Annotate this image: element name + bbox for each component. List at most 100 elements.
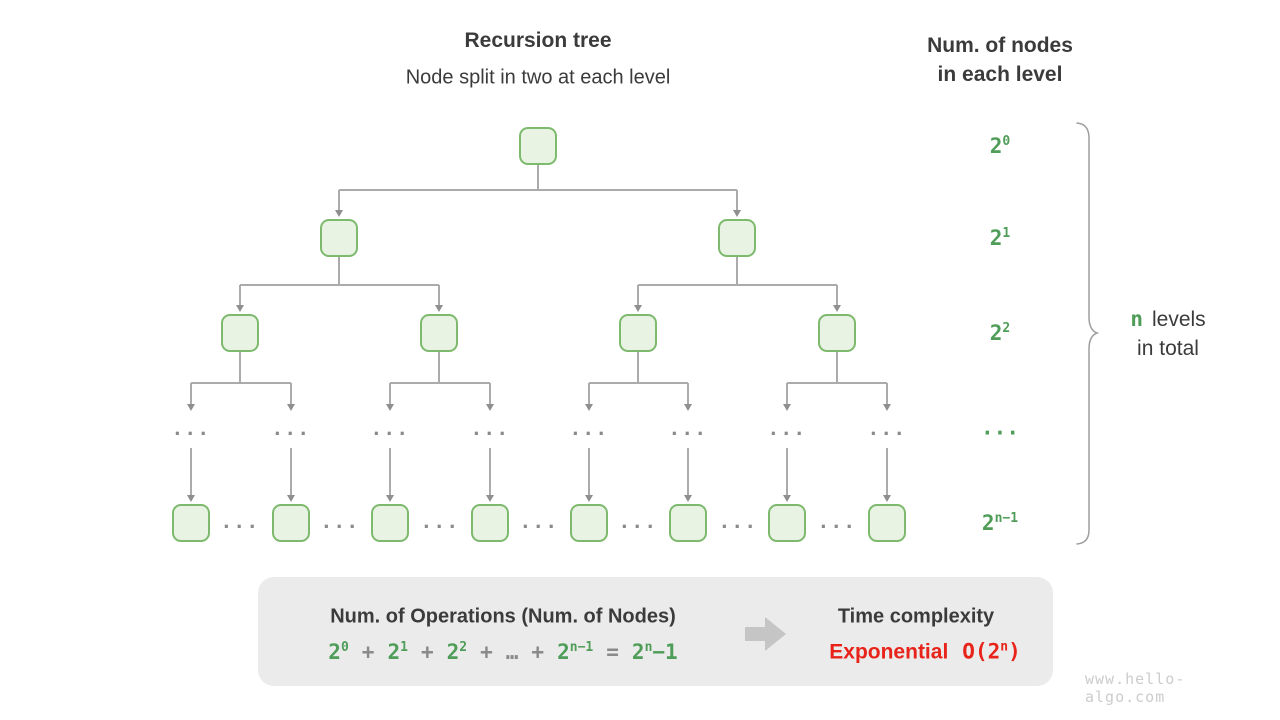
right-header-line1: Num. of nodes bbox=[927, 34, 1073, 57]
tree-arrow-line bbox=[190, 448, 192, 495]
arrowhead-icon bbox=[882, 495, 891, 502]
arrowhead-icon bbox=[485, 495, 494, 502]
tree-node bbox=[718, 219, 756, 257]
tree-arrow-line bbox=[389, 448, 391, 495]
watermark: www.hello-algo.com bbox=[1085, 670, 1186, 706]
tree-connector-line bbox=[239, 352, 241, 384]
tree-arrow-line bbox=[886, 383, 888, 404]
tree-arrow-line bbox=[588, 448, 590, 495]
tree-node bbox=[371, 504, 409, 542]
tree-rail bbox=[240, 284, 439, 286]
big-o-notation: O(2n) bbox=[962, 639, 1021, 664]
formula-token: + bbox=[420, 640, 434, 664]
tree-arrow-line bbox=[489, 383, 491, 404]
formula-token: 2n−1 bbox=[557, 640, 594, 664]
tree-node bbox=[471, 504, 509, 542]
tree-arrow-line bbox=[290, 448, 292, 495]
diagram-subtitle: Node split in two at each level bbox=[405, 66, 671, 89]
n-variable: n bbox=[1130, 307, 1143, 331]
formula-token: 21 bbox=[387, 640, 408, 664]
tree-arrow-line bbox=[637, 285, 639, 305]
right-header-line2: in each level bbox=[937, 63, 1063, 86]
tree-connector-line bbox=[438, 352, 440, 384]
arrowhead-icon bbox=[683, 404, 692, 411]
tree-rail bbox=[589, 382, 688, 384]
tree-node bbox=[320, 219, 358, 257]
tree-ellipsis: ··· bbox=[867, 423, 907, 445]
arrowhead-icon bbox=[683, 495, 692, 502]
operations-title: Num. of Operations (Num. of Nodes) bbox=[330, 605, 676, 628]
arrowhead-icon bbox=[186, 495, 195, 502]
arrowhead-icon bbox=[584, 495, 593, 502]
tree-arrow-line bbox=[338, 190, 340, 210]
formula-token: … bbox=[505, 640, 519, 664]
tree-ellipsis: ··· bbox=[618, 516, 658, 538]
tree-rail bbox=[191, 382, 291, 384]
level-count-label: 22 bbox=[989, 321, 1011, 345]
tree-arrow-line bbox=[687, 383, 689, 404]
tree-rail bbox=[390, 382, 490, 384]
level-count-label: 20 bbox=[989, 134, 1011, 158]
tree-ellipsis: ··· bbox=[271, 423, 311, 445]
tree-ellipsis: ··· bbox=[767, 423, 807, 445]
tree-arrow-line bbox=[786, 383, 788, 404]
arrowhead-icon bbox=[434, 305, 443, 312]
right-column-header: Num. of nodes in each level bbox=[927, 31, 1073, 89]
tree-ellipsis: ··· bbox=[420, 516, 460, 538]
tree-node bbox=[868, 504, 906, 542]
tree-arrow-line bbox=[736, 190, 738, 210]
formula-token: 2n−1 bbox=[631, 640, 678, 664]
tree-node bbox=[818, 314, 856, 352]
formula-token: + bbox=[531, 640, 545, 664]
tree-node bbox=[272, 504, 310, 542]
tree-arrow-line bbox=[239, 285, 241, 305]
arrowhead-icon bbox=[633, 305, 642, 312]
tree-ellipsis: ··· bbox=[370, 423, 410, 445]
complexity-word: Exponential bbox=[829, 640, 949, 664]
arrowhead-icon bbox=[385, 495, 394, 502]
operations-formula: 20+21+22+…+2n−1=2n−1 bbox=[328, 640, 677, 664]
tree-ellipsis: ··· bbox=[718, 516, 758, 538]
tree-ellipsis: ··· bbox=[470, 423, 510, 445]
formula-token: 20 bbox=[328, 640, 349, 664]
formula-token: = bbox=[606, 640, 619, 664]
tree-rail bbox=[787, 382, 887, 384]
tree-rail bbox=[638, 284, 837, 286]
tree-connector-line bbox=[637, 352, 639, 384]
tree-arrow-line bbox=[389, 383, 391, 404]
tree-connector-line bbox=[338, 257, 340, 286]
level-count-label: 21 bbox=[989, 226, 1011, 250]
level-count-label: ··· bbox=[981, 421, 1019, 445]
arrowhead-icon bbox=[782, 495, 791, 502]
tree-node bbox=[172, 504, 210, 542]
tree-ellipsis: ··· bbox=[569, 423, 609, 445]
tree-arrow-line bbox=[836, 285, 838, 305]
arrowhead-icon bbox=[186, 404, 195, 411]
tree-arrow-line bbox=[886, 448, 888, 495]
tree-ellipsis: ··· bbox=[320, 516, 360, 538]
time-complexity-title: Time complexity bbox=[837, 605, 995, 628]
tree-node bbox=[619, 314, 657, 352]
tree-arrow-line bbox=[438, 285, 440, 305]
arrowhead-icon bbox=[782, 404, 791, 411]
tree-rail bbox=[339, 189, 737, 191]
arrowhead-icon bbox=[235, 305, 244, 312]
formula-token: + bbox=[361, 640, 375, 664]
arrowhead-icon bbox=[485, 404, 494, 411]
arrowhead-icon bbox=[286, 404, 295, 411]
tree-connector-line bbox=[537, 165, 539, 191]
tree-arrow-line bbox=[786, 448, 788, 495]
complexity-value: Exponential O(2n) bbox=[829, 640, 1020, 665]
tree-node bbox=[570, 504, 608, 542]
tree-arrow-line bbox=[687, 448, 689, 495]
tree-arrow-line bbox=[290, 383, 292, 404]
tree-ellipsis: ··· bbox=[668, 423, 708, 445]
arrowhead-icon bbox=[584, 404, 593, 411]
tree-ellipsis: ··· bbox=[220, 516, 260, 538]
formula-row: 20+21+22+…+2n−1=2n−1 bbox=[328, 640, 677, 664]
tree-connector-line bbox=[836, 352, 838, 384]
